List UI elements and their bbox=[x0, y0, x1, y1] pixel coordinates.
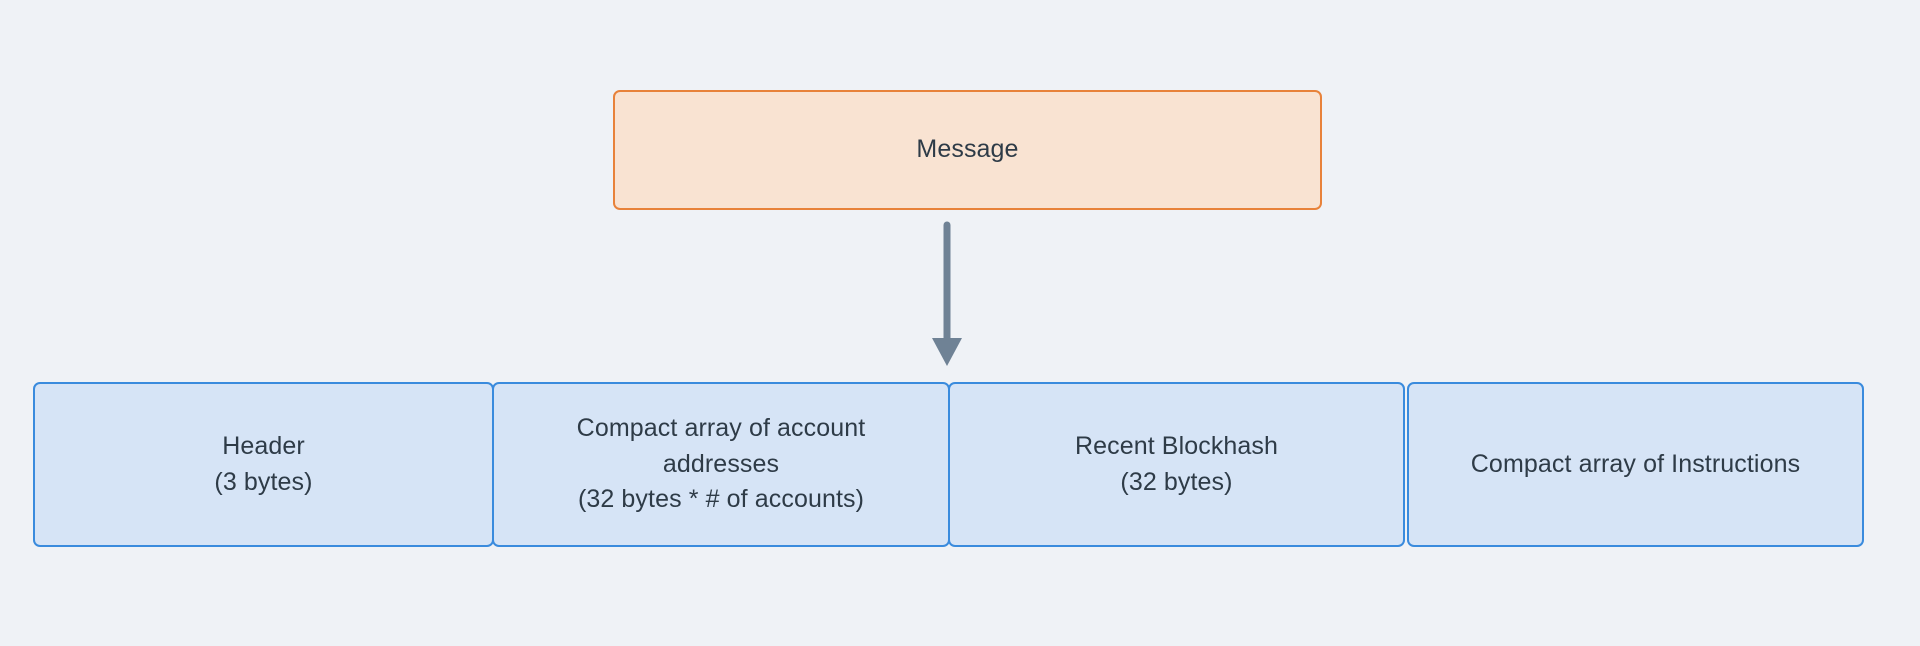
node-header[interactable]: Header (3 bytes) bbox=[33, 382, 494, 547]
node-recent-blockhash[interactable]: Recent Blockhash (32 bytes) bbox=[948, 382, 1405, 547]
node-message-label: Message bbox=[916, 135, 1019, 164]
node-instructions[interactable]: Compact array of Instructions bbox=[1407, 382, 1864, 547]
node-account-addresses-label: Compact array of account addresses (32 b… bbox=[576, 414, 866, 514]
node-header-label: Header (3 bytes) bbox=[214, 432, 313, 496]
node-instructions-label: Compact array of Instructions bbox=[1470, 449, 1801, 478]
node-recent-blockhash-label: Recent Blockhash (32 bytes) bbox=[1074, 432, 1279, 496]
edge-message-to-fields-arrow bbox=[913, 218, 983, 373]
arrow-down-icon bbox=[932, 221, 962, 366]
node-message[interactable]: Message bbox=[613, 90, 1322, 210]
node-account-addresses[interactable]: Compact array of account addresses (32 b… bbox=[492, 382, 950, 547]
